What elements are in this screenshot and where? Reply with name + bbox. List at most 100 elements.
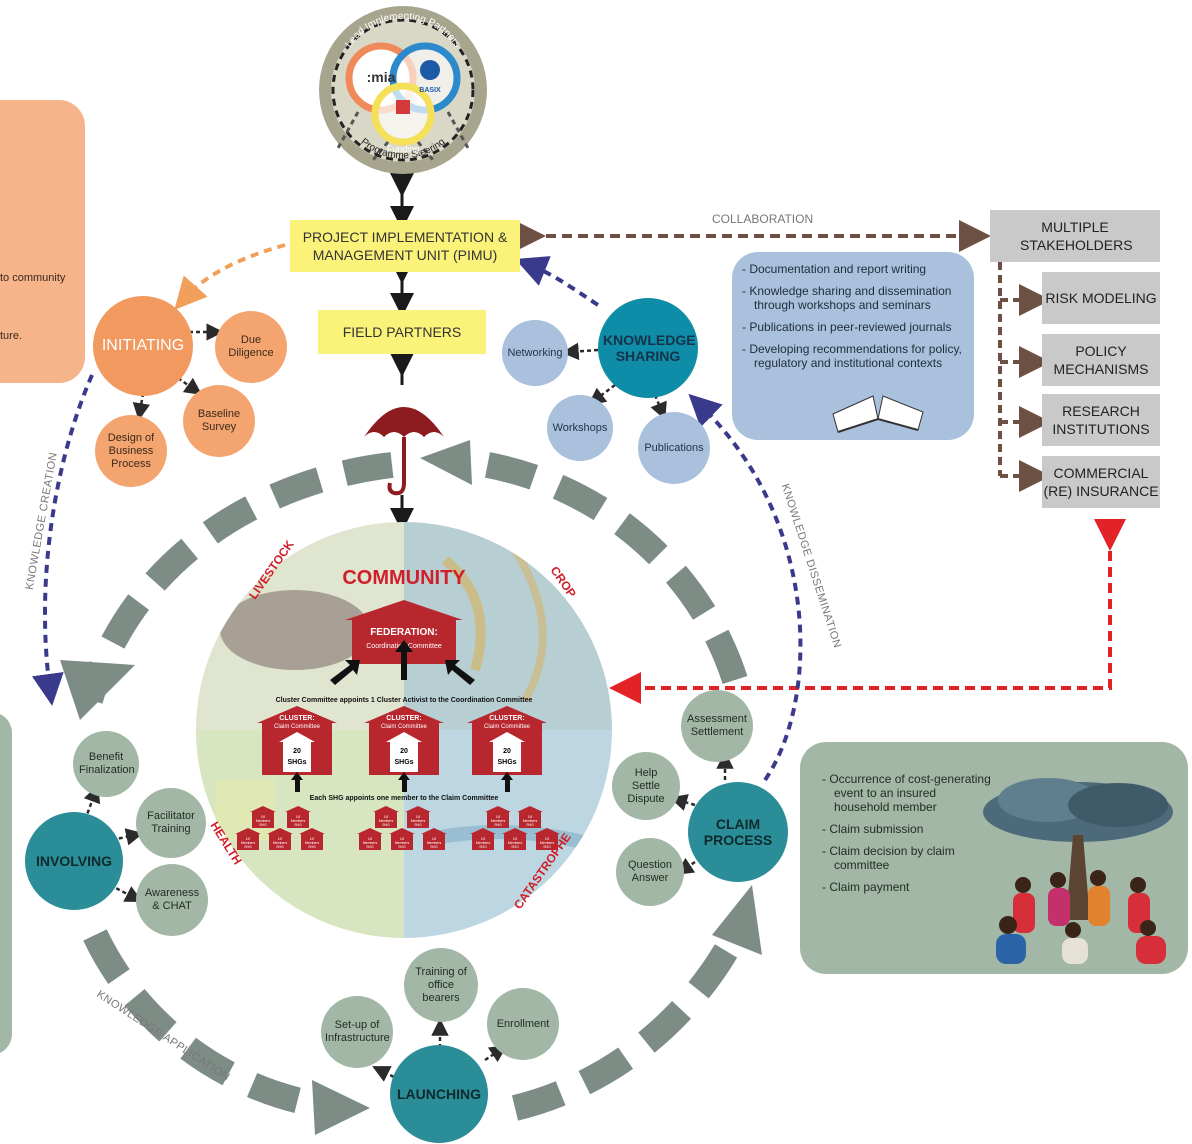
setup-infrastructure-circle: Set-up of Infrastructure — [321, 996, 393, 1068]
networking-circle: Networking — [502, 320, 568, 386]
cluster-shg-label: SHGs — [497, 759, 516, 766]
cluster-title: CLUSTER: — [489, 715, 524, 722]
workshops-label: Workshops — [552, 421, 608, 434]
cluster-shg-count: 20 — [293, 748, 301, 755]
initiating-label: INITIATING — [101, 337, 185, 354]
knowledge-bullet: Documentation and report writing — [742, 262, 970, 276]
shg-label: SHG — [543, 845, 551, 849]
shg-members-label: Members — [241, 841, 256, 845]
shg-members-label: Members — [523, 819, 538, 823]
setup-infrastructure-label: Set-up of Infrastructure — [325, 1019, 390, 1044]
stakeholder-research-institutions: RESEARCH INSTITUTIONS — [1042, 394, 1160, 446]
shg-houses: 10MembersSHG10MembersSHG10MembersSHG10Me… — [235, 806, 560, 850]
basix-logo: BASIX — [419, 87, 441, 94]
shg-members-label: 10 — [432, 836, 437, 841]
shg-label: SHG — [494, 823, 502, 827]
shg-label: SHG — [244, 845, 252, 849]
shg-members-label: 10 — [528, 814, 533, 819]
shg-members-label: Members — [427, 841, 442, 845]
claim-process-label: CLAIM PROCESS — [703, 816, 773, 848]
mia-logo: :mia — [367, 69, 396, 85]
cluster-sub: Claim Committee — [274, 724, 321, 730]
shg-members-label: 10 — [310, 836, 315, 841]
baseline-survey-label: Baseline Survey — [197, 408, 241, 433]
shg-label: SHG — [526, 823, 534, 827]
help-settle-dispute-label: Help Settle Dispute — [627, 766, 665, 805]
knowledge-sharing-circle: KNOWLEDGE SHARING — [598, 298, 698, 398]
stakeholders-title: MULTIPLE STAKEHOLDERS — [1020, 219, 1133, 253]
shg-label: SHG — [276, 845, 284, 849]
training-office-bearers-circle: Training of office bearers — [404, 948, 478, 1022]
shg-note: Each SHG appoints one member to the Clai… — [310, 795, 499, 802]
shg-members-label: Members — [540, 841, 555, 845]
due-diligence-label: Due Diligence — [228, 334, 274, 359]
shg-members-label: 10 — [368, 836, 373, 841]
shg-label: SHG — [430, 845, 438, 849]
cluster-sub: Claim Committee — [381, 724, 428, 730]
shg-label: SHG — [308, 845, 316, 849]
left-green-panel — [0, 712, 12, 1055]
field-partners-label: FIELD PARTNERS — [342, 324, 462, 340]
shg-label: SHG — [479, 845, 487, 849]
question-answer-circle: Question Answer — [616, 838, 684, 906]
community-circle: COMMUNITY LIVESTOCK CROP HEALTH CATASTRO… — [196, 522, 612, 938]
shg-members-label: Members — [291, 819, 306, 823]
enrollment-label: Enrollment — [496, 1017, 550, 1030]
left-panel-text-1: to community — [0, 272, 66, 284]
question-answer-label: Question Answer — [627, 859, 673, 884]
cluster-house-left: CLUSTER: Claim Committee 20 SHGs — [257, 706, 337, 775]
cluster-sub: Claim Committee — [484, 724, 531, 730]
networking-label: Networking — [507, 346, 563, 359]
shg-members-label: Members — [305, 841, 320, 845]
shg-label: SHG — [511, 845, 519, 849]
programme-steering-circle: Lead Implementing Partners Programme Ste… — [319, 6, 487, 174]
funding-label: Funding — [387, 144, 420, 154]
shg-label: SHG — [382, 823, 390, 827]
multiple-stakeholders-box: MULTIPLE STAKEHOLDERS — [990, 210, 1160, 262]
shg-members-label: Members — [256, 819, 271, 823]
publications-label: Publications — [644, 441, 704, 454]
cluster-shg-count: 20 — [503, 748, 511, 755]
shg-members-label: Members — [491, 819, 506, 823]
shg-members-label: Members — [363, 841, 378, 845]
shg-members-label: Members — [508, 841, 523, 845]
due-diligence-circle: Due Diligence — [215, 311, 287, 383]
shg-members-label: 10 — [481, 836, 486, 841]
basix-logo-icon — [420, 60, 440, 80]
cycle-arrowheads — [60, 440, 762, 1135]
shg-label: SHG — [398, 845, 406, 849]
shg-label: SHG — [259, 823, 267, 827]
cluster-title: CLUSTER: — [386, 715, 421, 722]
benefit-finalization-label: Benefit Finalization — [79, 751, 135, 776]
claim-process-circle: CLAIM PROCESS — [688, 782, 788, 882]
shg-members-label: 10 — [416, 814, 421, 819]
claim-bullet: Occurrence of cost-generating event to a… — [822, 772, 994, 814]
facilitator-training-circle: Facilitator Training — [136, 788, 206, 858]
assessment-settlement-circle: Assessment Settlement — [681, 690, 753, 762]
community-title: COMMUNITY — [342, 567, 466, 589]
knowledge-bullet: Developing recommendations for policy, r… — [742, 342, 970, 370]
umbrella-icon — [364, 407, 444, 496]
shg-members-label: 10 — [296, 814, 301, 819]
cluster-note: Cluster Committee appoints 1 Cluster Act… — [276, 697, 533, 704]
stakeholder-label: RESEARCH INSTITUTIONS — [1052, 403, 1150, 437]
publications-circle: Publications — [638, 412, 710, 484]
knowledge-sharing-label: KNOWLEDGE SHARING — [603, 332, 696, 364]
shg-members-label: 10 — [545, 836, 550, 841]
federation-title: FEDERATION: — [370, 627, 438, 638]
shg-members-label: 10 — [246, 836, 251, 841]
stakeholder-label: RISK MODELING — [1045, 290, 1157, 306]
knowledge-panel: Documentation and report writing Knowled… — [732, 252, 974, 440]
left-panel-text-2: ture. — [0, 330, 23, 342]
shg-members-label: Members — [273, 841, 288, 845]
